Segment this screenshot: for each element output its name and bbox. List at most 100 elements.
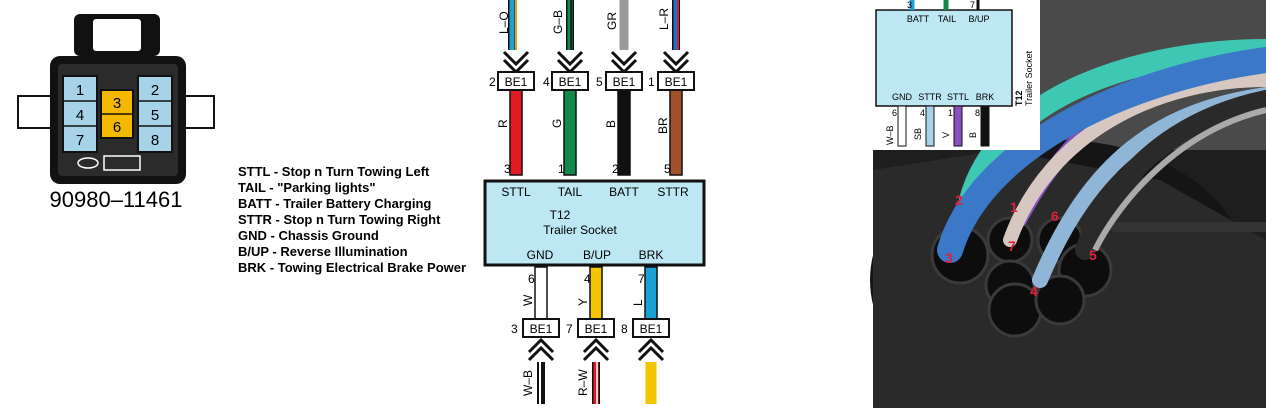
- photo-label-1: 1: [1010, 199, 1018, 215]
- svg-text:BE1: BE1: [665, 75, 688, 89]
- inset-tail: TAIL: [938, 14, 956, 24]
- be1-num-3: 3: [511, 322, 518, 336]
- be1-box-7: [577, 318, 615, 338]
- socket-pin-num-6: 6: [528, 272, 535, 286]
- pin-group-right: [137, 75, 173, 153]
- inset-sttr: STTR: [918, 92, 942, 102]
- socket-pin-num-5: 5: [664, 162, 671, 176]
- inset-batt: BATT: [907, 14, 930, 24]
- be1-num-1: 1: [648, 75, 655, 89]
- part-number: 90980–11461: [50, 187, 183, 212]
- legend-gnd: GND - Chassis Ground: [238, 228, 379, 243]
- be1-top-row: BE1 2 BE1 4 BE1 5 BE1 1: [489, 71, 695, 91]
- inset-sttl: STTL: [947, 92, 969, 102]
- pin-7: 7: [76, 132, 84, 149]
- legend-sttr: STTR - Stop n Turn Towing Right: [238, 212, 441, 227]
- svg-text:BE1: BE1: [530, 322, 553, 336]
- socket-pin-bup: B/UP: [583, 248, 611, 262]
- inset-code-b: B: [968, 132, 978, 138]
- inset-gnd: GND: [892, 92, 913, 102]
- svg-text:BE1: BE1: [585, 322, 608, 336]
- socket-pin-tail: TAIL: [558, 185, 583, 199]
- wire-code-gb: G–B: [551, 10, 565, 34]
- be1-num-7: 7: [566, 322, 573, 336]
- inset-num-4: 4: [920, 108, 925, 118]
- legend-bup: B/UP - Reverse Illumination: [238, 244, 408, 259]
- inset-code-sb: SB: [913, 128, 923, 140]
- legend-sttl: STTL - Stop n Turn Towing Left: [238, 164, 430, 179]
- svg-text:BE1: BE1: [640, 322, 663, 336]
- connector-face: 1 4 7 3 6 2 5 8: [17, 14, 215, 184]
- wire-tail: [556, 0, 584, 176]
- be1-box-2: [497, 71, 535, 91]
- wire-color-y: Y: [576, 298, 590, 306]
- legend: STTL - Stop n Turn Towing Left TAIL - "P…: [238, 164, 466, 275]
- svg-text:BE1: BE1: [505, 75, 528, 89]
- wire-code-gr: GR: [605, 12, 619, 30]
- pin-5: 5: [151, 107, 159, 124]
- socket-pin-num-2: 2: [612, 162, 619, 176]
- photo-label-5: 5: [1089, 247, 1097, 263]
- wire-bup: [582, 266, 610, 404]
- wire-sttr: [662, 0, 690, 176]
- socket-subtitle: Trailer Socket: [543, 223, 617, 237]
- photo-label-2: 2: [955, 192, 963, 208]
- wire-color-g: G: [550, 119, 564, 128]
- be1-num-5: 5: [596, 75, 603, 89]
- pin-4: 4: [76, 107, 84, 124]
- wire-color-l: L: [631, 299, 645, 306]
- be1-bottom-row: BE1 3 BE1 7 BE1 8: [511, 318, 670, 338]
- wire-brk: [637, 266, 665, 404]
- wire-code-lr: L–R: [657, 8, 671, 30]
- socket-photo: 2 1 6 3 7 5 4: [870, 0, 1266, 408]
- inset-bup: B/UP: [968, 14, 989, 24]
- pin-6: 6: [113, 119, 121, 136]
- inset-code-v: V: [941, 132, 951, 138]
- inset-num-7: 7: [970, 0, 975, 10]
- be1-box-4: [551, 71, 589, 91]
- socket-pin-sttl: STTL: [501, 185, 531, 199]
- pin-2: 2: [151, 82, 159, 99]
- photo-label-4: 4: [1030, 283, 1038, 299]
- socket-pin-batt: BATT: [609, 185, 639, 199]
- pin-3: 3: [113, 95, 121, 112]
- photo-label-3: 3: [945, 250, 953, 266]
- svg-text:BE1: BE1: [613, 75, 636, 89]
- wire-color-w: W: [521, 294, 535, 306]
- wire-sttl: [502, 0, 530, 176]
- t12-socket: STTL TAIL BATT STTR T12 Trailer Socket G…: [483, 179, 706, 267]
- wire-code-rw: R–W: [576, 369, 590, 396]
- be1-box-5: [605, 71, 643, 91]
- wire-color-br: BR: [656, 117, 670, 134]
- pin-8: 8: [151, 132, 159, 149]
- legend-batt: BATT - Trailer Battery Charging: [238, 196, 431, 211]
- photo-label-7: 7: [1008, 238, 1016, 254]
- be1-num-8: 8: [621, 322, 628, 336]
- wire-color-b: B: [604, 120, 618, 128]
- inset-t12: T12: [1014, 90, 1024, 106]
- socket-box: [483, 179, 706, 267]
- wire-color-r: R: [496, 119, 510, 128]
- inset-trailer-socket: Trailer Socket: [1024, 50, 1034, 106]
- socket-pin-gnd: GND: [527, 248, 554, 262]
- inset-num-6: 6: [892, 108, 897, 118]
- inset-brk: BRK: [976, 92, 995, 102]
- inset-code-wb: W–B: [885, 125, 895, 145]
- inset-diagram: 3 7 BATT TAIL B/UP GND STTR STTL BRK T12…: [873, 0, 1040, 150]
- be1-num-2: 2: [489, 75, 496, 89]
- socket-pin-brk: BRK: [639, 248, 664, 262]
- socket-pin-sttr: STTR: [657, 185, 689, 199]
- photo-label-6: 6: [1051, 208, 1059, 224]
- pin-group-left: [62, 75, 98, 153]
- be1-box-3: [522, 318, 560, 338]
- wire-code-wb: W–B: [521, 370, 535, 396]
- svg-text:BE1: BE1: [559, 75, 582, 89]
- socket-pin-num-7: 7: [638, 272, 645, 286]
- socket-pin-num-1: 1: [558, 162, 565, 176]
- pin-1: 1: [76, 82, 84, 99]
- wire-code-lo: L–O: [497, 11, 511, 34]
- be1-box-8: [632, 318, 670, 338]
- legend-brk: BRK - Towing Electrical Brake Power: [238, 260, 466, 275]
- inset-num-3: 3: [907, 0, 912, 10]
